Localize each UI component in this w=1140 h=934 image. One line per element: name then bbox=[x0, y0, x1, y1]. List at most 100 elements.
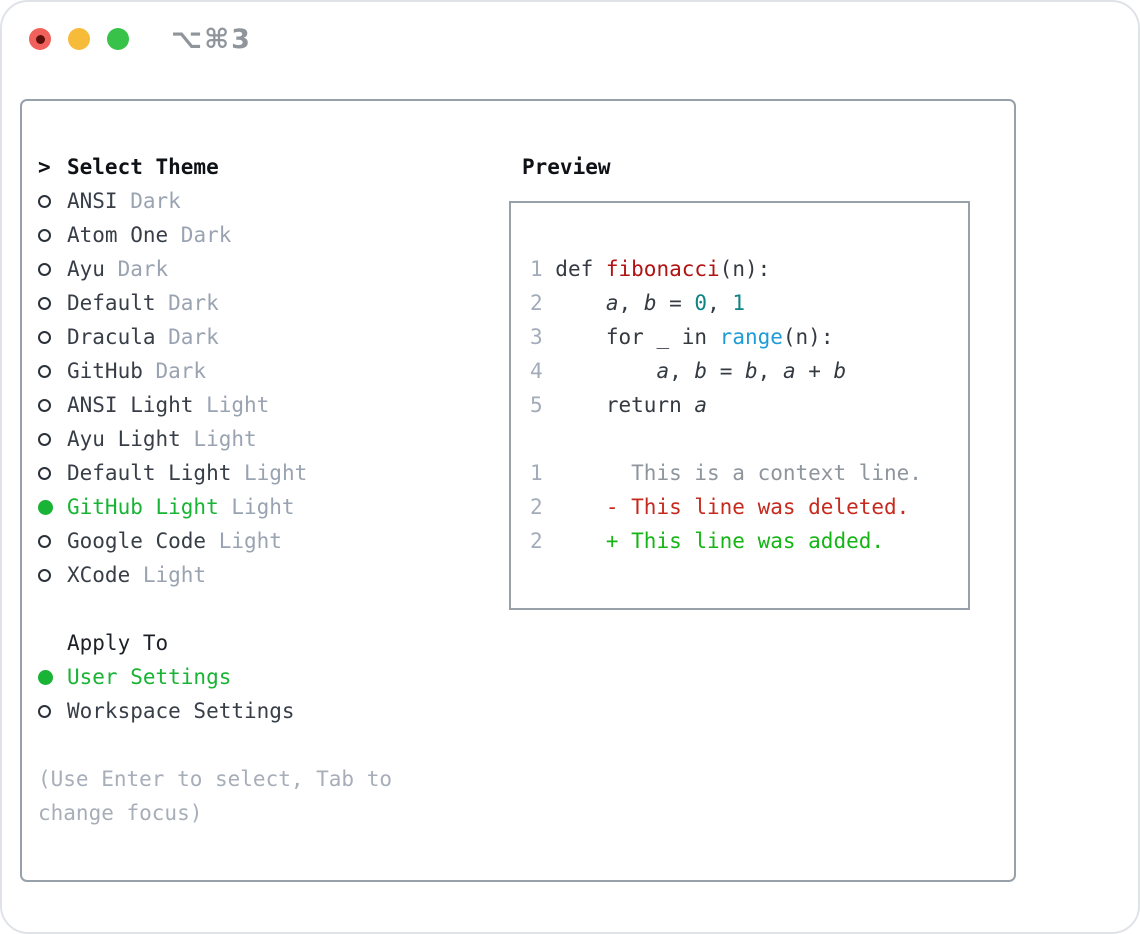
theme-variant-label: Light bbox=[231, 461, 308, 485]
code-segment: = bbox=[707, 359, 745, 383]
radio-selected-icon bbox=[38, 669, 53, 685]
preview-title: Preview bbox=[522, 155, 611, 179]
theme-option-ayu-light[interactable]: Ayu Light Light bbox=[38, 422, 488, 456]
theme-option-dracula[interactable]: Dracula Dark bbox=[38, 320, 488, 354]
theme-option-default[interactable]: Default Dark bbox=[38, 286, 488, 320]
code-segment: for _ in bbox=[542, 325, 720, 349]
theme-option-default-light[interactable]: Default Light Light bbox=[38, 456, 488, 490]
line-number: 2 bbox=[530, 291, 543, 315]
code-segment: + bbox=[795, 359, 834, 383]
code-segment: , bbox=[757, 359, 783, 383]
theme-option-ansi[interactable]: ANSI Dark bbox=[38, 184, 488, 218]
code-segment: (n): bbox=[719, 257, 771, 281]
theme-variant-label: Dark bbox=[155, 291, 219, 315]
apply-option-label: Workspace Settings bbox=[67, 699, 295, 723]
preview-column: Preview bbox=[502, 150, 1002, 184]
radio-marker bbox=[38, 330, 67, 344]
select-theme-header: > Select Theme bbox=[38, 150, 488, 184]
apply-option-user-settings[interactable]: User Settings bbox=[38, 660, 488, 694]
code-segment: This is a context line. bbox=[542, 461, 922, 485]
code-segment: (n): bbox=[782, 325, 834, 349]
preview-line: 2 a, b = 0, 1 bbox=[530, 286, 968, 320]
code-segment: , bbox=[618, 291, 644, 315]
zoom-button[interactable] bbox=[107, 28, 129, 50]
code-segment: b bbox=[745, 359, 758, 383]
preview-line: 1 This is a context line. bbox=[530, 456, 968, 490]
code-segment: return bbox=[542, 393, 695, 417]
theme-variant-label: Dark bbox=[142, 359, 207, 383]
theme-option-xcode[interactable]: XCode Light bbox=[38, 558, 488, 592]
select-theme-title: Select Theme bbox=[67, 155, 219, 179]
theme-option-label: Default Light bbox=[67, 461, 232, 485]
code-segment: def bbox=[542, 257, 606, 281]
radio-marker bbox=[38, 704, 67, 718]
radio-marker bbox=[38, 499, 67, 515]
radio-icon bbox=[38, 364, 51, 378]
line-number: 2 bbox=[530, 529, 543, 553]
apply-option-workspace-settings[interactable]: Workspace Settings bbox=[38, 694, 488, 728]
theme-option-google-code[interactable]: Google Code Light bbox=[38, 524, 488, 558]
theme-option-label: Google Code bbox=[67, 529, 207, 553]
code-segment: b bbox=[833, 359, 847, 383]
radio-icon bbox=[38, 262, 51, 276]
code-segment: , bbox=[669, 359, 695, 383]
theme-variant-label: Dark bbox=[104, 257, 169, 281]
radio-marker bbox=[38, 194, 67, 208]
theme-option-label: Ayu bbox=[67, 257, 105, 281]
minimize-button[interactable] bbox=[68, 28, 90, 50]
radio-marker bbox=[38, 432, 67, 446]
theme-option-ayu[interactable]: Ayu Dark bbox=[38, 252, 488, 286]
theme-option-label: ANSI bbox=[67, 189, 118, 213]
line-number: 4 bbox=[530, 359, 543, 383]
apply-option-label: User Settings bbox=[67, 665, 232, 689]
radio-marker bbox=[38, 466, 67, 480]
code-segment: fibonacci bbox=[605, 257, 720, 281]
radio-icon bbox=[38, 568, 51, 582]
hint-line-2: change focus) bbox=[38, 801, 203, 825]
code-segment: 0 bbox=[694, 291, 708, 315]
code-segment: a bbox=[605, 291, 619, 315]
theme-variant-label: Dark bbox=[117, 189, 181, 213]
radio-marker bbox=[38, 364, 67, 378]
code-segment: - This line was deleted. bbox=[542, 495, 910, 519]
code-segment: = bbox=[656, 291, 695, 315]
line-number: 3 bbox=[530, 325, 543, 349]
code-segment bbox=[543, 359, 657, 383]
code-segment: a bbox=[656, 359, 670, 383]
radio-icon bbox=[38, 398, 51, 412]
hint: (Use Enter to select, Tab to change focu… bbox=[38, 762, 488, 830]
theme-option-github[interactable]: GitHub Dark bbox=[38, 354, 488, 388]
preview-line: 2 - This line was deleted. bbox=[530, 490, 968, 524]
theme-option-label: Ayu Light bbox=[67, 427, 181, 451]
close-button[interactable] bbox=[29, 28, 51, 50]
radio-selected-icon bbox=[38, 499, 53, 515]
theme-variant-label: Light bbox=[206, 529, 282, 553]
theme-option-label: Dracula bbox=[67, 325, 156, 349]
code-segment: range bbox=[719, 325, 783, 349]
radio-icon bbox=[38, 194, 51, 208]
radio-marker bbox=[38, 296, 67, 310]
radio-marker bbox=[38, 262, 67, 276]
apply-to-header: Apply To bbox=[67, 631, 169, 655]
theme-variant-label: Dark bbox=[155, 325, 219, 349]
line-number: 2 bbox=[530, 495, 543, 519]
line-number: 5 bbox=[530, 393, 543, 417]
line-number: 1 bbox=[530, 257, 543, 281]
code-segment: a bbox=[694, 393, 708, 417]
radio-icon bbox=[38, 704, 51, 718]
preview-line: 1 def fibonacci(n): bbox=[530, 252, 968, 286]
theme-option-atom-one[interactable]: Atom One Dark bbox=[38, 218, 488, 252]
prompt-icon: > bbox=[38, 155, 51, 179]
hint-line-1: (Use Enter to select, Tab to bbox=[38, 767, 393, 791]
line-number: 1 bbox=[530, 461, 543, 485]
theme-option-github-light[interactable]: GitHub Light Light bbox=[38, 490, 488, 524]
radio-marker bbox=[38, 534, 67, 548]
radio-icon bbox=[38, 228, 51, 242]
preview-line bbox=[530, 422, 968, 456]
titlebar: ⌥⌘3 bbox=[29, 24, 252, 55]
theme-option-ansi-light[interactable]: ANSI Light Light bbox=[38, 388, 488, 422]
theme-option-label: Default bbox=[67, 291, 156, 315]
